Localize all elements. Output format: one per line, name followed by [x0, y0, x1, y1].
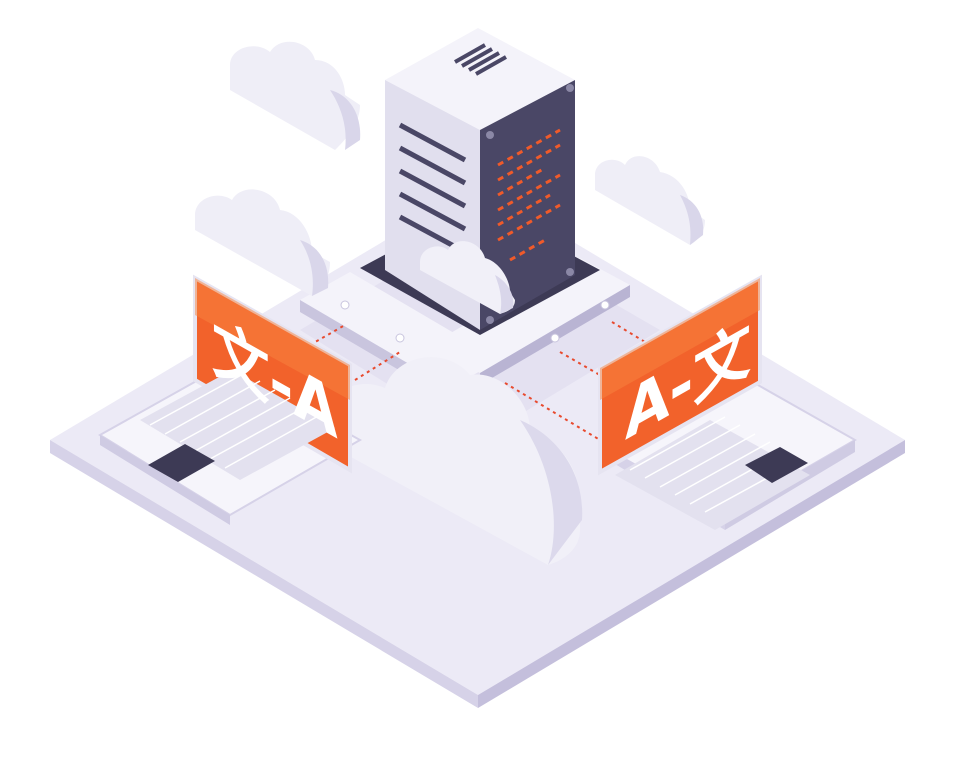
screw-icon: [566, 268, 574, 276]
server-slots: [398, 122, 467, 255]
screw-icon: [566, 84, 574, 92]
server-vent-icon: [454, 43, 507, 76]
left-keyboard: [140, 370, 335, 480]
screw-icon: [486, 131, 494, 139]
left-keyboard-keys: [149, 372, 321, 469]
right-touchpad: [745, 447, 808, 483]
cloud-top-right: [595, 156, 705, 245]
dashed-connections: [309, 321, 646, 441]
cloud-server-front: [420, 241, 515, 314]
cloud-center-large: [320, 357, 583, 565]
rail-bolt-icon: [395, 333, 405, 343]
right-keyboard: [615, 420, 810, 530]
cloud-left-mid: [195, 189, 330, 296]
rail-bolt-icon: [550, 333, 560, 343]
rail-bolt-icon: [600, 300, 610, 310]
left-touchpad: [148, 444, 215, 482]
cloud-top-left: [230, 41, 361, 151]
screw-icon: [486, 316, 494, 324]
rail-bolt-icon: [340, 300, 350, 310]
server-code-lines: [497, 128, 561, 262]
